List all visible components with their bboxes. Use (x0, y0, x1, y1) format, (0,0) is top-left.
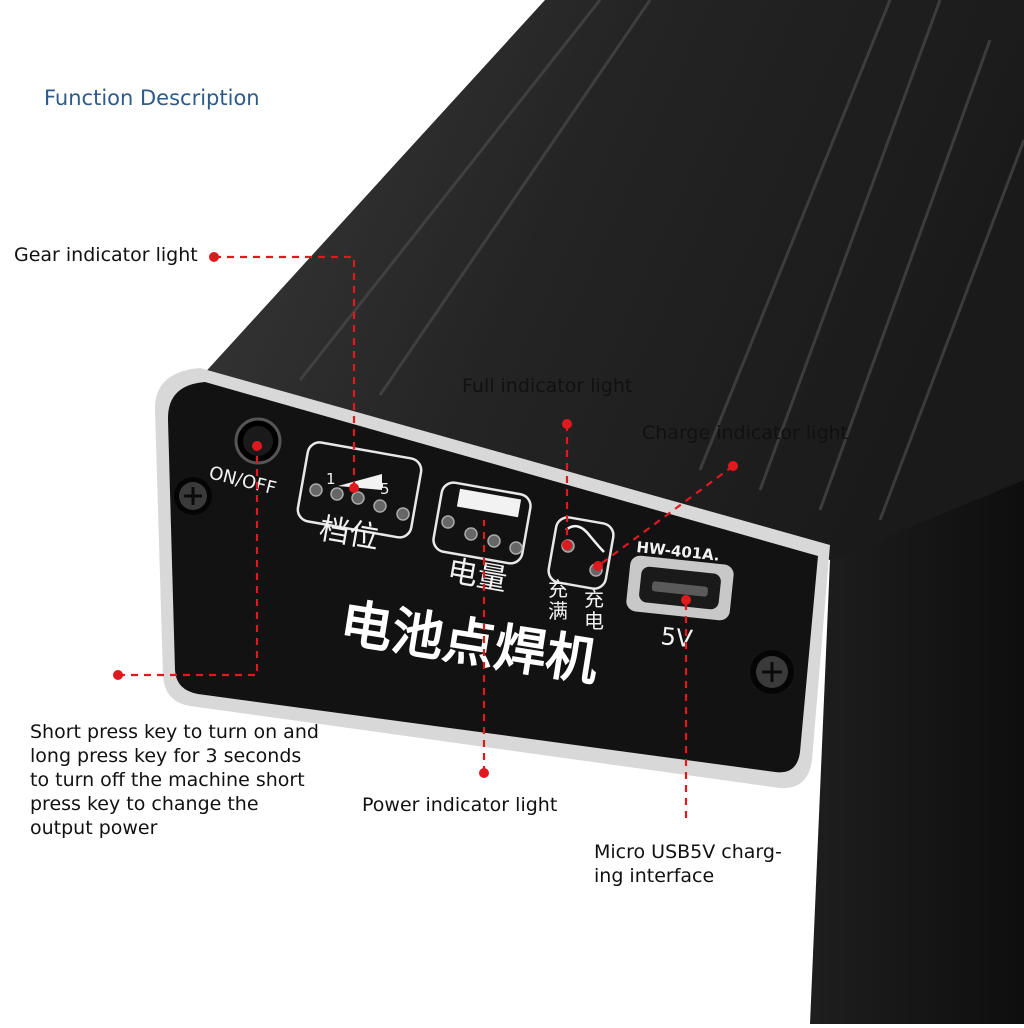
battery-indicator-frame (432, 481, 532, 565)
gear-leds (309, 483, 410, 521)
front-panel (167, 382, 818, 773)
full-label-2: 满 (548, 599, 568, 623)
key-description-line: press key to change the (30, 793, 259, 815)
charge-indicator-callout: Charge indicator light (642, 422, 849, 444)
full-indicator-callout: Full indicator light (462, 375, 633, 397)
callout-dots (113, 252, 738, 778)
charge-indicator-frame (547, 516, 615, 590)
voltage-label: 5V (659, 622, 694, 653)
gear-max-label: 5 (380, 480, 390, 498)
key-description-callout: Short press key to turn on and long pres… (30, 720, 360, 840)
callout-line-key (118, 446, 259, 677)
screw-left (174, 477, 212, 515)
key-description-line: output power (30, 817, 158, 839)
key-description-line: long press key for 3 seconds (30, 745, 302, 767)
usb-description-line: ing interface (594, 865, 715, 887)
gear-min-label: 1 (326, 470, 336, 488)
key-description-line: Short press key to turn on and (30, 721, 319, 743)
gear-indicator-frame (296, 441, 423, 539)
power-indicator-callout: Power indicator light (362, 794, 558, 816)
battery-leds (441, 515, 523, 555)
usb-description-line: Micro USB5V charg- (594, 841, 782, 863)
device-top-surface (200, 0, 1024, 560)
battery-icon (456, 488, 522, 518)
page-title: Function Description (44, 86, 260, 110)
device-right-side (810, 480, 1024, 1024)
charge-label-1: 充 (584, 587, 604, 611)
callout-lines (118, 255, 734, 818)
plug-icon (565, 524, 605, 553)
power-button (234, 417, 282, 465)
gear-indicator-callout: Gear indicator light (14, 244, 198, 266)
screw-right (750, 650, 794, 694)
usb-interface-callout: Micro USB5V charg- ing interface (594, 840, 824, 888)
charge-label-2: 电 (584, 609, 604, 633)
full-label-1: 充 (548, 577, 568, 601)
callout-line-charge (597, 465, 734, 567)
device-ridges (298, 0, 1024, 521)
key-description-line: to turn off the machine short (30, 769, 305, 791)
gear-ramp-icon (338, 474, 382, 490)
usb-port (626, 555, 734, 621)
